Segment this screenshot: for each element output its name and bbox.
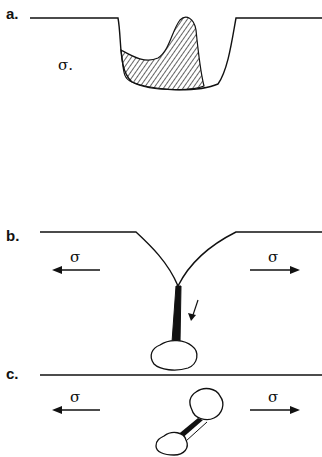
stress-arrowhead bbox=[290, 406, 300, 414]
panel-letter: c. bbox=[6, 366, 19, 381]
pit-surface bbox=[30, 18, 322, 90]
growth-arrowhead bbox=[188, 313, 196, 321]
notch-surface bbox=[40, 232, 322, 286]
stress-symbol: σ bbox=[70, 390, 80, 405]
particle bbox=[190, 389, 223, 420]
stress-symbol: σ bbox=[268, 390, 278, 405]
stress-arrowhead bbox=[52, 266, 62, 274]
stress-arrowhead bbox=[52, 406, 62, 414]
particle bbox=[151, 341, 197, 371]
stress-arrow bbox=[250, 269, 294, 270]
crack-line bbox=[186, 422, 207, 441]
crack bbox=[172, 286, 181, 342]
stress-arrow bbox=[58, 409, 100, 410]
panel-letter: a. bbox=[6, 6, 19, 21]
panel-letter: b. bbox=[6, 228, 19, 243]
stress-symbol: σ bbox=[70, 250, 80, 265]
stress-arrow bbox=[58, 269, 100, 270]
stress-symbol: σ. bbox=[58, 58, 73, 73]
particle bbox=[156, 433, 187, 455]
stress-arrowhead bbox=[290, 266, 300, 274]
surface bbox=[40, 374, 322, 375]
corrosion-deposit bbox=[121, 17, 204, 89]
stress-arrow bbox=[250, 409, 294, 410]
stress-symbol: σ bbox=[268, 250, 278, 265]
